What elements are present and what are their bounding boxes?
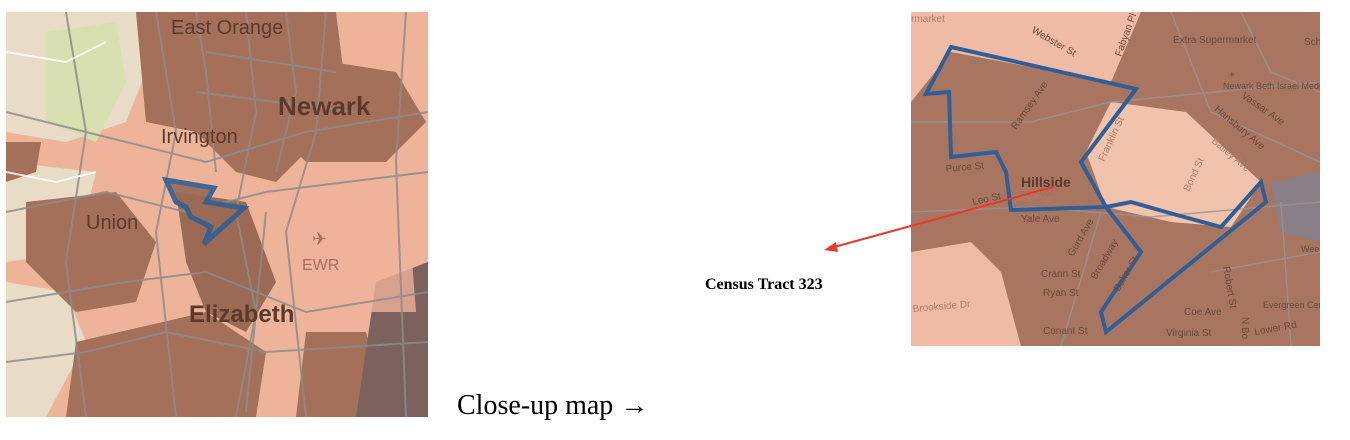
street-label: Coe Ave [1184, 307, 1222, 318]
poi-label: ShopRite [1011, 194, 1053, 205]
poi-label: Newark Beth Israel Medical Center [1223, 81, 1320, 91]
map-label-irvington: Irvington [161, 126, 238, 148]
street-label: Yale Ave [1021, 214, 1060, 225]
street-label: Ryan St [1043, 288, 1079, 299]
street-label: N Bo [1239, 317, 1250, 340]
street-label: Conant St [1043, 326, 1088, 337]
map-label-elizabeth: Elizabeth [189, 301, 294, 328]
census-tract-label: Census Tract 323 [705, 276, 823, 293]
street-label: Virginia St [1166, 328, 1212, 339]
census-tract-highlight [161, 176, 250, 246]
map-label-ewr: EWR [302, 257, 339, 274]
map-label-union: Union [86, 212, 138, 234]
poi-label: rmarket [911, 14, 945, 25]
street-label: Crann St [1041, 269, 1081, 280]
poi-label: Weequahic Golf [1301, 244, 1320, 254]
poi-label: Sche [1304, 37, 1320, 48]
street-label: Brookside Dr [912, 299, 971, 315]
map-label-newark: Newark [278, 91, 371, 121]
closeup-map[interactable]: Hillside Webster St Fabyan Pl Ramsey Ave… [911, 12, 1320, 346]
closeup-caption: Close-up map → [457, 390, 649, 421]
poi-label: Evergreen Cemetery [1263, 300, 1320, 310]
airplane-icon: ✈ [312, 229, 327, 249]
street-label: Purce St [945, 161, 984, 175]
map-label-hillside: Hillside [1021, 174, 1071, 190]
map-label-east-orange: East Orange [171, 17, 283, 39]
census-tract-boundary [922, 44, 1269, 336]
overview-map[interactable]: East Orange Newark Irvington Union EWR E… [6, 12, 428, 417]
poi-label: + [1229, 70, 1235, 81]
poi-label: Extra Supermarket [1173, 35, 1257, 46]
